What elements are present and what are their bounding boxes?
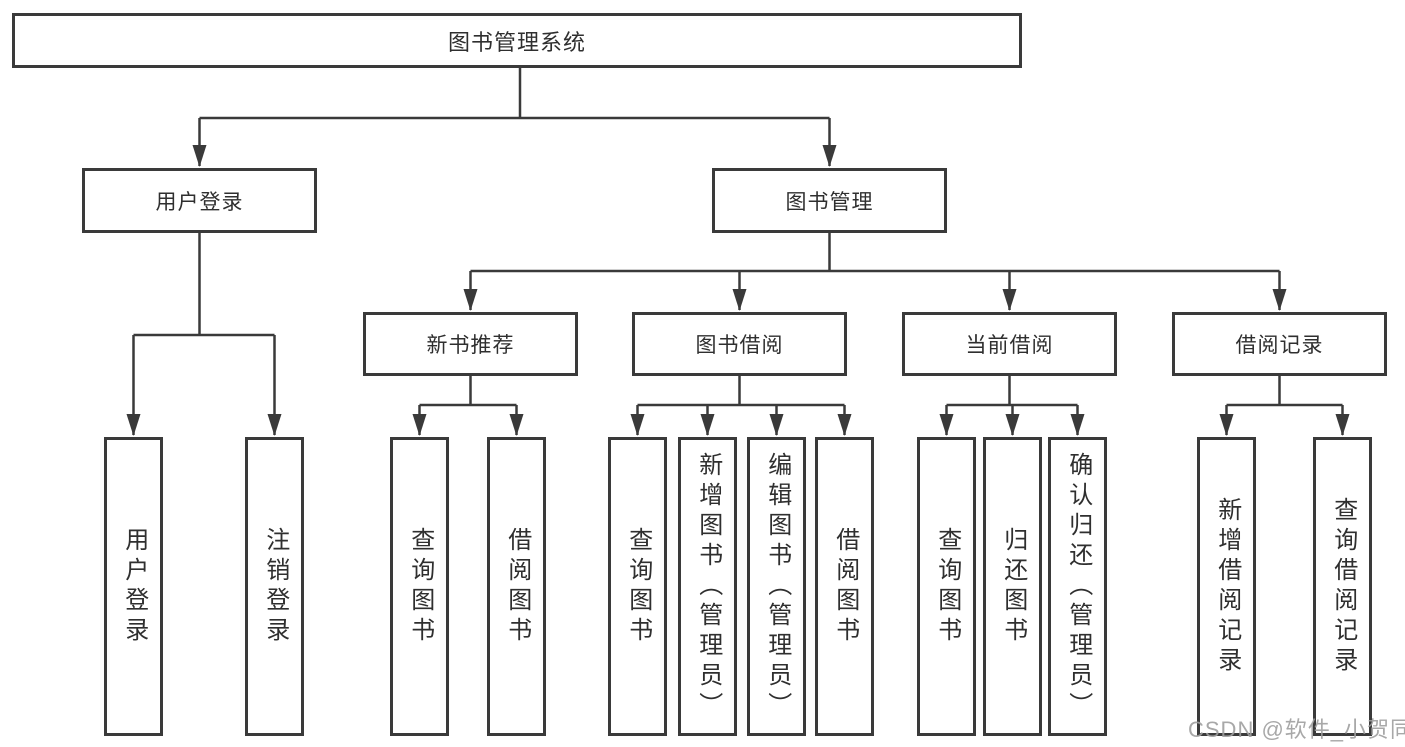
leaf-add-books-admin: 新增图书（管理员） — [678, 437, 737, 736]
leaf-borrow-books-borrowing: 借阅图书 — [815, 437, 874, 736]
leaf-query-borrow-record: 查询借阅记录 — [1313, 437, 1372, 736]
node-user-login: 用户登录 — [82, 168, 317, 233]
leaf-user-login: 用户登录 — [104, 437, 163, 736]
node-new-book-recommendation: 新书推荐 — [363, 312, 578, 376]
node-book-borrowing: 图书借阅 — [632, 312, 847, 376]
node-book-management: 图书管理 — [712, 168, 947, 233]
leaf-query-books-recommend: 查询图书 — [390, 437, 449, 736]
leaf-query-books-current: 查询图书 — [917, 437, 976, 736]
node-borrowing-records: 借阅记录 — [1172, 312, 1387, 376]
leaf-add-borrow-record: 新增借阅记录 — [1197, 437, 1256, 736]
leaf-confirm-return-admin: 确认归还（管理员） — [1048, 437, 1107, 736]
leaf-return-books: 归还图书 — [983, 437, 1042, 736]
leaf-edit-books-admin: 编辑图书（管理员） — [747, 437, 806, 736]
leaf-logout: 注销登录 — [245, 437, 304, 736]
leaf-borrow-books-recommend: 借阅图书 — [487, 437, 546, 736]
watermark: CSDN @软件_小贺同学 — [1188, 717, 1405, 742]
node-library-system: 图书管理系统 — [12, 13, 1022, 68]
leaf-query-books-borrowing: 查询图书 — [608, 437, 667, 736]
node-current-borrowing: 当前借阅 — [902, 312, 1117, 376]
